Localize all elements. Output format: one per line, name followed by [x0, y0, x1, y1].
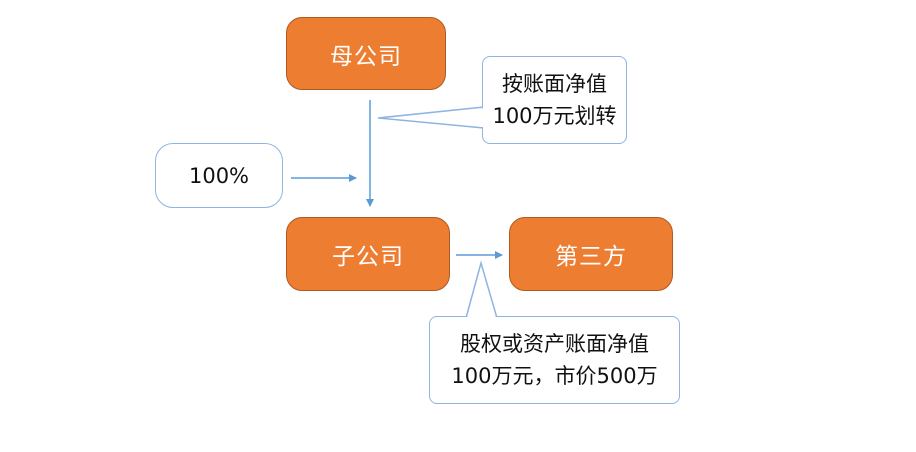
transfer-callout-line2: 100万元划转 — [492, 104, 617, 128]
ownership-percentage-box: 100% — [155, 143, 283, 208]
third-party-label: 第三方 — [555, 244, 627, 270]
transfer-callout: 按账面净值 100万元划转 — [482, 56, 627, 144]
sale-callout-line2: 100万元，市价500万 — [451, 364, 658, 388]
sale-callout-line1: 股权或资产账面净值 — [460, 332, 649, 356]
transfer-callout-line1: 按账面净值 — [502, 72, 607, 96]
parent-company-label: 母公司 — [330, 43, 402, 70]
transfer-pointer-join — [482, 108, 485, 127]
parent-company-node: 母公司 — [286, 17, 446, 90]
sale-callout: 股权或资产账面净值 100万元，市价500万 — [429, 316, 680, 404]
subsidiary-node: 子公司 — [286, 217, 450, 291]
ownership-percentage-label: 100% — [188, 163, 250, 188]
subsidiary-label: 子公司 — [332, 244, 404, 270]
third-party-node: 第三方 — [509, 217, 673, 291]
sale-pointer-join — [467, 315, 496, 318]
